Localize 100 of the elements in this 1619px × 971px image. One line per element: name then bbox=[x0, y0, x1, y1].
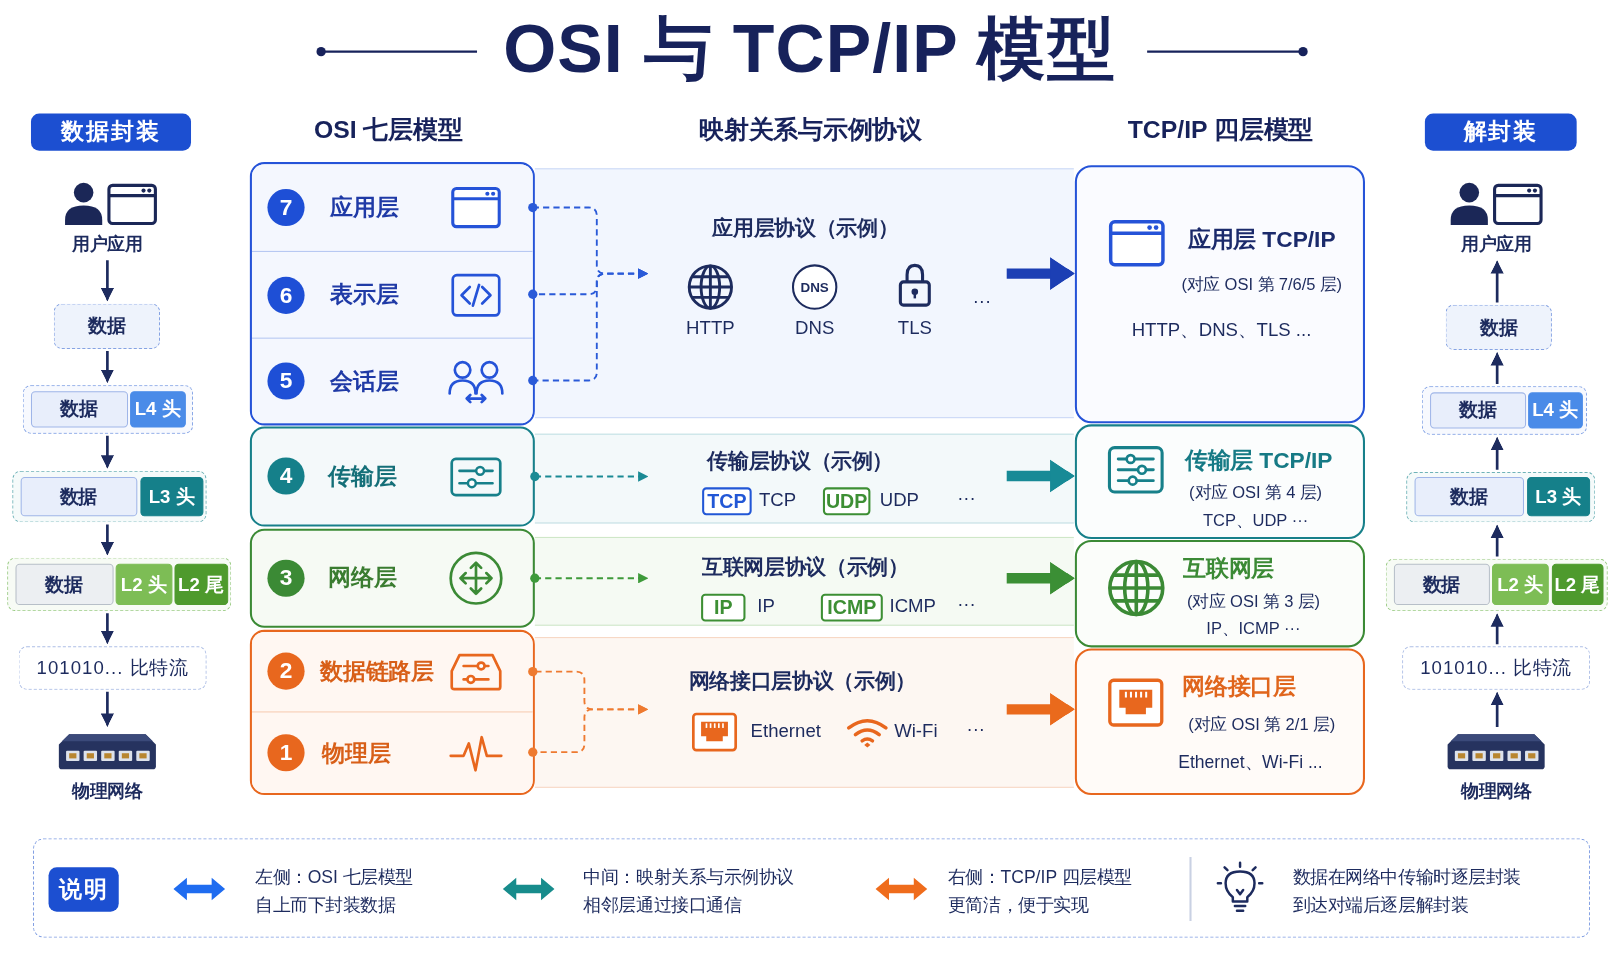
number-circle: 1 bbox=[267, 734, 305, 772]
arrow bbox=[100, 260, 115, 302]
layer-row bbox=[251, 164, 533, 251]
heading-pill: 解封装 bbox=[1424, 113, 1577, 151]
protocol-name: HTTP bbox=[686, 317, 735, 340]
layer-name: 数据链路层 bbox=[320, 658, 434, 686]
data-box: 数据 bbox=[1445, 304, 1552, 351]
arrow bbox=[1490, 691, 1504, 727]
protocol-tag: ICMP bbox=[820, 593, 883, 622]
dashed-arrow bbox=[528, 268, 650, 386]
data-block: 数据 bbox=[14, 563, 114, 605]
dashed-group-box bbox=[1406, 471, 1596, 523]
group-title: 应用层协议（示例） bbox=[712, 215, 899, 241]
legend-text: 左侧：OSI 七层模型自上而下封装数据 bbox=[255, 866, 415, 917]
ellipsis: ··· bbox=[972, 290, 992, 313]
box-subtitle: (对应 OSI 第 7/6/5 层) bbox=[1181, 274, 1343, 294]
arrow bbox=[1490, 436, 1504, 470]
title: OSI 与 TCP/IP 模型 bbox=[503, 8, 1116, 89]
dashed-group-box bbox=[12, 470, 207, 523]
heading-pill: 数据封装 bbox=[31, 113, 191, 151]
data-block: 数据 bbox=[30, 390, 128, 427]
legend-text: 右侧：TCP/IP 四层模型更简洁，便于实现 bbox=[947, 866, 1133, 917]
layer-group-box bbox=[249, 629, 535, 796]
number-circle: 5 bbox=[267, 362, 305, 400]
layer-group-box bbox=[249, 162, 535, 426]
number-circle: 7 bbox=[267, 188, 305, 227]
arrow bbox=[100, 691, 115, 727]
box-title: 网络接口层 bbox=[1182, 673, 1296, 701]
protocol-tag: TCP bbox=[702, 487, 752, 516]
header-block: L3 头 bbox=[1526, 476, 1590, 516]
layer-box bbox=[249, 426, 535, 527]
trailer-block: L2 尾 bbox=[1551, 563, 1603, 605]
dashed-group-box bbox=[1385, 558, 1608, 612]
number-circle: 3 bbox=[267, 559, 305, 597]
layer-box bbox=[1074, 540, 1365, 648]
node-label: 物理网络 bbox=[72, 781, 143, 803]
layer-name: 应用层 bbox=[330, 193, 399, 222]
layer-row bbox=[251, 711, 533, 793]
group-title: 传输层协议（示例） bbox=[707, 448, 894, 473]
bitstream-box: 101010... 比特流 bbox=[1402, 646, 1591, 690]
layer-row bbox=[251, 250, 533, 338]
dashed-group-box bbox=[7, 557, 232, 612]
header-block: L2 头 bbox=[115, 563, 172, 605]
number-circle: 6 bbox=[267, 276, 305, 314]
layer-box bbox=[1074, 165, 1365, 424]
header-block: L2 头 bbox=[1491, 563, 1549, 605]
protocol-list: Ethernet、Wi-Fi ... bbox=[1178, 752, 1323, 774]
node-label: 用户应用 bbox=[1461, 234, 1532, 256]
legend-text: 中间：映射关系与示例协议相邻层通过接口通信 bbox=[583, 866, 795, 917]
group-title: 互联网层协议（示例） bbox=[702, 554, 909, 580]
protocol-tag: UDP bbox=[822, 487, 871, 516]
heading-pill: 说明 bbox=[48, 867, 119, 912]
layer-name: 物理层 bbox=[322, 739, 391, 767]
arrow bbox=[1490, 524, 1504, 557]
protocol-tag: IP bbox=[701, 593, 746, 622]
arrow bbox=[100, 351, 115, 384]
ellipsis: ··· bbox=[957, 593, 976, 617]
number-circle: 2 bbox=[267, 652, 305, 690]
layer-row bbox=[251, 631, 533, 712]
node-label: 用户应用 bbox=[72, 234, 143, 256]
protocol-name: ICMP bbox=[889, 596, 936, 619]
box-subtitle: (对应 OSI 第 2/1 层) bbox=[1188, 714, 1336, 735]
protocol-name: Wi-Fi bbox=[894, 720, 938, 744]
protocol-name: TCP bbox=[758, 489, 797, 512]
layer-box bbox=[249, 528, 535, 628]
box-subtitle: (对应 OSI 第 3 层) bbox=[1186, 591, 1321, 611]
dashed-group-box bbox=[1421, 386, 1587, 435]
box-title: 互联网层 bbox=[1183, 555, 1275, 583]
layer-box bbox=[1074, 648, 1365, 796]
column-heading: TCP/IP 四层模型 bbox=[1127, 115, 1314, 145]
data-block: 数据 bbox=[1393, 563, 1490, 605]
protocol-name: TLS bbox=[897, 317, 932, 340]
protocol-name: UDP bbox=[879, 489, 919, 512]
arrow bbox=[100, 435, 115, 469]
data-block: 数据 bbox=[1429, 391, 1526, 428]
protocol-list: IP、ICMP ··· bbox=[1206, 618, 1301, 639]
arrow bbox=[1490, 260, 1504, 303]
data-box: 数据 bbox=[53, 303, 161, 349]
dashed-group-box bbox=[22, 385, 194, 434]
column-heading: 映射关系与示例协议 bbox=[699, 115, 923, 145]
arrow bbox=[100, 524, 115, 556]
ellipsis: ··· bbox=[966, 718, 985, 742]
trailer-block: L2 尾 bbox=[174, 563, 228, 605]
bitstream-box: 101010... 比特流 bbox=[18, 646, 207, 690]
box-title: 应用层 TCP/IP bbox=[1187, 225, 1336, 254]
ellipsis: ··· bbox=[957, 487, 976, 510]
layer-name: 网络层 bbox=[328, 564, 397, 592]
arrow bbox=[1490, 352, 1504, 385]
protocol-list: TCP、UDP ··· bbox=[1202, 510, 1309, 531]
protocol-name: IP bbox=[757, 596, 775, 619]
protocol-name: DNS bbox=[795, 317, 835, 340]
layer-name: 表示层 bbox=[330, 281, 399, 309]
dashed-arrow bbox=[530, 573, 650, 584]
header-block: L3 头 bbox=[139, 476, 203, 516]
box-title: 传输层 TCP/IP bbox=[1184, 446, 1333, 475]
protocol-name: Ethernet bbox=[750, 720, 821, 744]
protocol-list: HTTP、DNS、TLS ... bbox=[1131, 319, 1312, 342]
layer-name: 传输层 bbox=[328, 462, 397, 491]
header-block: L4 头 bbox=[1527, 391, 1583, 428]
layer-name: 会话层 bbox=[330, 367, 399, 396]
